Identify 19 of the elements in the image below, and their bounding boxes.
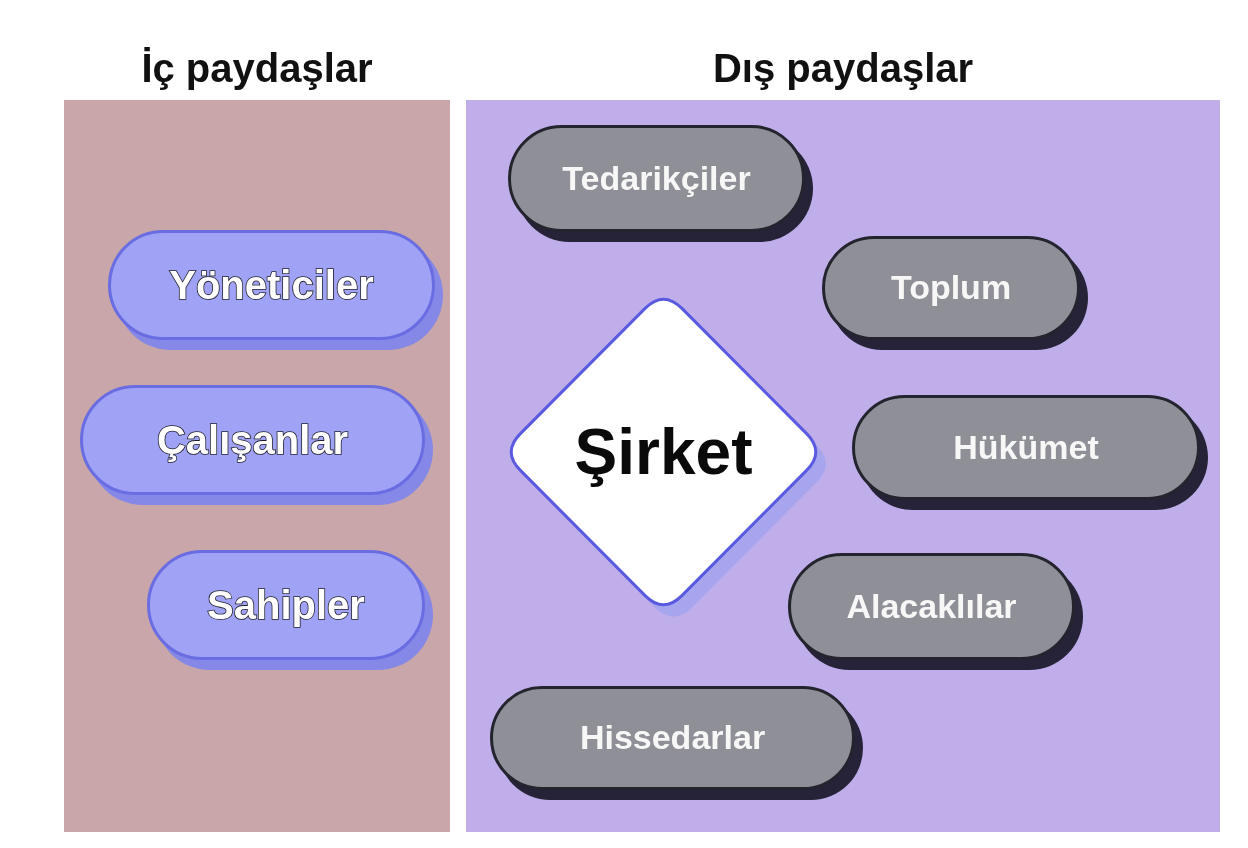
rounded-box	[852, 395, 1208, 510]
rounded-box	[508, 125, 813, 242]
rounded-box	[822, 236, 1088, 350]
rounded-box	[788, 553, 1083, 670]
node-label: Sahipler	[207, 583, 365, 627]
node-label: Tedarikçiler	[562, 159, 751, 198]
rounded-box	[80, 385, 433, 505]
node-label: Toplum	[890, 269, 1012, 307]
node-label: Şirket	[574, 416, 753, 488]
node-label: Alacaklılar	[846, 587, 1017, 626]
panel-heading: Dış paydaşlar	[712, 45, 974, 92]
rounded-box	[147, 550, 433, 670]
node-label: Hissedarlar	[579, 719, 766, 757]
rounded-box	[490, 686, 863, 800]
rounded-box	[108, 230, 443, 350]
node-label: Yöneticiler	[169, 263, 374, 307]
panel-heading: İç paydaşlar	[141, 45, 373, 92]
node-label: Hükümet	[953, 428, 1099, 467]
node-label: Çalışanlar	[156, 418, 349, 462]
